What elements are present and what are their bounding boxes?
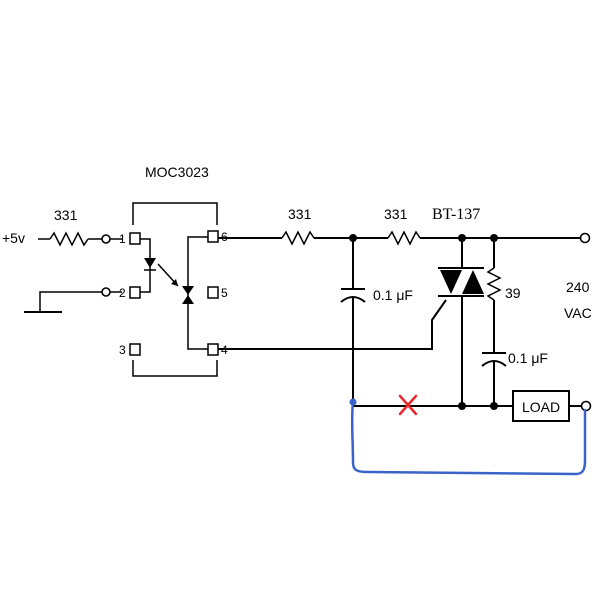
gate-resistor-2-label: 331 (384, 206, 408, 222)
pin-2 (129, 286, 141, 299)
mains-voltage-label: 240 (566, 279, 590, 295)
cross-mark-icon (398, 394, 418, 416)
triac-icon (440, 270, 462, 294)
input-resistor-label: 331 (54, 207, 78, 223)
load-label: LOAD (522, 399, 560, 415)
ic-outline-top (132, 202, 218, 225)
pin-6 (207, 230, 219, 243)
ground-lead (39, 291, 102, 312)
pin-4 (207, 343, 219, 356)
triac-driver-wiring (187, 236, 208, 350)
mains-terminal-1 (579, 232, 591, 244)
ic-outline-bottom (132, 360, 218, 377)
pin-1-label: 1 (119, 232, 126, 246)
added-bypass-wire (350, 400, 587, 476)
pin-3 (129, 343, 141, 356)
junction-node-4 (458, 402, 466, 410)
triac-icon-2 (462, 270, 484, 294)
driver-triac-icon (182, 286, 194, 295)
filter-cap-label: 0.1 μF (373, 287, 413, 303)
input-terminal-2 (101, 287, 111, 297)
pin-1 (129, 232, 141, 245)
driver-triac-icon-2 (182, 295, 194, 304)
ic-name: MOC3023 (145, 164, 209, 180)
pin-5 (207, 286, 219, 299)
led-icon (144, 258, 156, 268)
input-terminal-1 (101, 234, 111, 244)
bypass-wire-junction (349, 398, 357, 406)
gate-resistor-2 (387, 230, 421, 246)
triac-name: BT-137 (432, 206, 480, 223)
mains-unit-label: VAC (564, 305, 592, 321)
light-arrow-head (171, 279, 178, 286)
supply-label: +5v (2, 230, 25, 246)
junction-node-5 (490, 402, 498, 410)
gate-resistor-1 (281, 230, 315, 246)
pin-2-label: 2 (119, 286, 126, 300)
snubber-resistor (486, 267, 502, 301)
filter-cap-plate-curved (340, 296, 366, 303)
pin-5-label: 5 (221, 286, 228, 300)
mains-terminal-2 (580, 400, 592, 412)
gate-drive-wire (218, 299, 447, 350)
snubber-resistor-label: 39 (505, 285, 521, 301)
pin-3-label: 3 (119, 343, 126, 357)
input-resistor (49, 231, 89, 247)
snubber-cap-plate-curved (481, 360, 507, 367)
gate-resistor-1-label: 331 (288, 206, 312, 222)
snubber-cap-label: 0.1 μF (508, 350, 548, 366)
